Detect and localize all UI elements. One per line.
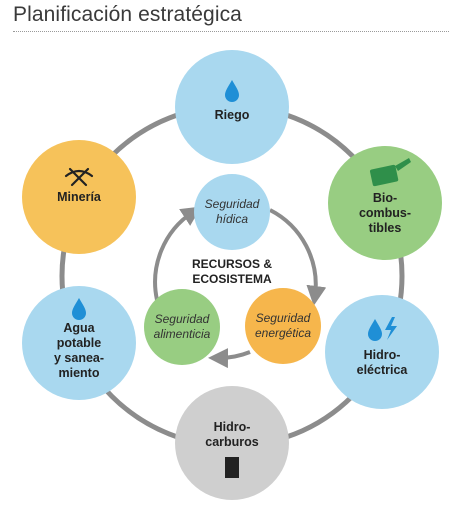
inner-circle-hidrica	[194, 174, 270, 250]
node-label-hidroelectrica: Hidro- eléctrica	[356, 348, 408, 377]
fuel-can-icon	[369, 158, 411, 187]
node-circle-hidroelectrica	[325, 295, 439, 409]
node-label-biocombustibles: Bio- combus- tibles	[358, 190, 412, 235]
inner-circle-alimenticia	[144, 289, 220, 365]
node-circle-biocombustibles	[328, 146, 442, 260]
inner-label-alimenticia: Seguridad alimenticia	[153, 312, 211, 341]
cycle-arrow-alimenticia-to-hidrica	[153, 206, 202, 301]
node-circle-riego	[175, 50, 289, 164]
water-drop-icon	[72, 298, 86, 320]
node-circle-agua	[22, 286, 136, 400]
cycle-arrow-energetica-to-alimenticia	[208, 348, 251, 369]
inner-label-energetica: Seguridad energética	[254, 311, 312, 340]
node-circle-mineria	[22, 140, 136, 254]
center-label: RECURSOS & ECOSISTEMA	[191, 257, 272, 286]
cycle-arrow-hidrica-to-energetica	[269, 208, 327, 306]
node-label-riego: Riego	[214, 107, 250, 122]
node-label-agua: Agua potable y sanea- miento	[53, 321, 105, 380]
node-circle-hidrocarburos	[175, 386, 289, 500]
pickaxe-icon	[64, 167, 94, 187]
node-label-hidrocarburos: Hidro- carburos	[205, 420, 259, 449]
water-drop-icon	[225, 80, 239, 102]
inner-circle-energetica	[245, 288, 321, 364]
page-title: Planificación estratégica	[13, 3, 242, 26]
oil-barrel-icon	[225, 457, 239, 478]
title-divider	[13, 31, 449, 32]
inner-label-hidrica: Seguridad hídica	[204, 197, 260, 226]
drop-lightning-icon	[368, 317, 397, 341]
node-label-mineria: Minería	[57, 189, 101, 204]
